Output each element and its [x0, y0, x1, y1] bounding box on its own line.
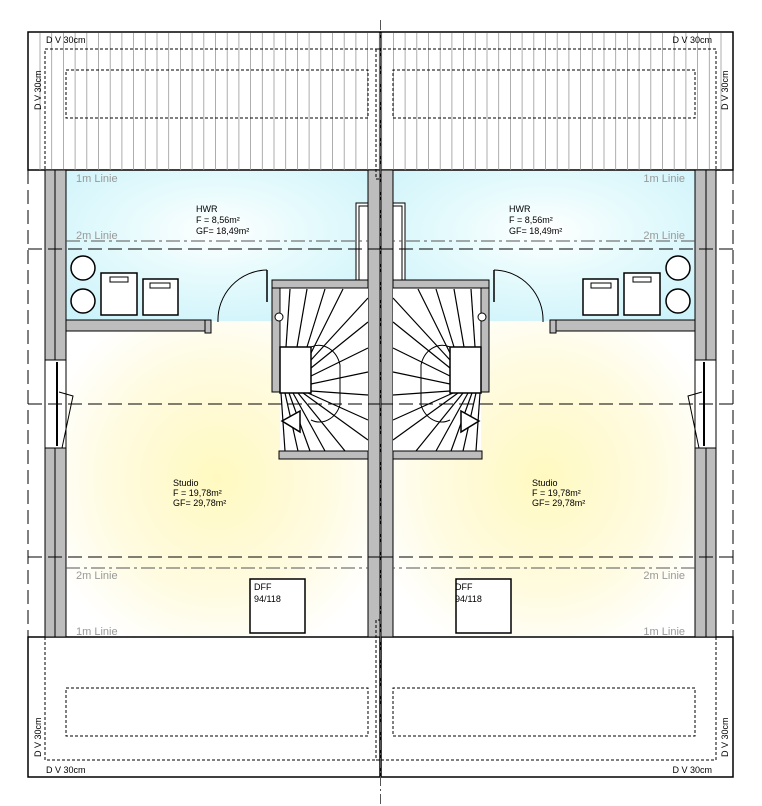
overhang-label: D V 30cm — [672, 765, 712, 775]
dff-size: 94/118 — [254, 594, 281, 604]
hwr-area: F = 8,56m² — [509, 215, 553, 225]
studio-area: F = 19,78m² — [173, 488, 222, 498]
dff-label: DFF — [254, 582, 272, 592]
studio-name: Studio — [173, 478, 199, 488]
line-1m-label: 1m Linie — [643, 626, 685, 638]
line-1m-label: 1m Linie — [643, 173, 685, 185]
line-2m-label: 2m Linie — [76, 570, 118, 582]
studio-area: F = 19,78m² — [532, 488, 581, 498]
line-2m-label: 2m Linie — [76, 230, 118, 242]
studio-name: Studio — [532, 478, 558, 488]
studio-gross-area: GF= 29,78m² — [532, 498, 585, 508]
hwr-gross-area: GF= 18,49m² — [196, 226, 249, 236]
line-2m-label: 2m Linie — [643, 570, 685, 582]
hwr-name: HWR — [196, 204, 218, 214]
hwr-name: HWR — [509, 204, 531, 214]
overhang-label: D V 30cm — [46, 35, 86, 45]
overhang-label: D V 30cm — [46, 765, 86, 775]
overhang-label: D V 30cm — [720, 717, 730, 757]
overhang-label: D V 30cm — [33, 717, 43, 757]
dff-label: DFF — [455, 582, 473, 592]
line-2m-label: 2m Linie — [643, 230, 685, 242]
line-1m-label: 1m Linie — [76, 626, 118, 638]
overhang-label: D V 30cm — [672, 35, 712, 45]
overhang-label: D V 30cm — [33, 70, 43, 110]
dff-size: 94/118 — [455, 594, 482, 604]
hwr-gross-area: GF= 18,49m² — [509, 226, 562, 236]
overhang-label: D V 30cm — [720, 70, 730, 110]
line-1m-label: 1m Linie — [76, 173, 118, 185]
studio-gross-area: GF= 29,78m² — [173, 498, 226, 508]
hwr-area: F = 8,56m² — [196, 215, 240, 225]
